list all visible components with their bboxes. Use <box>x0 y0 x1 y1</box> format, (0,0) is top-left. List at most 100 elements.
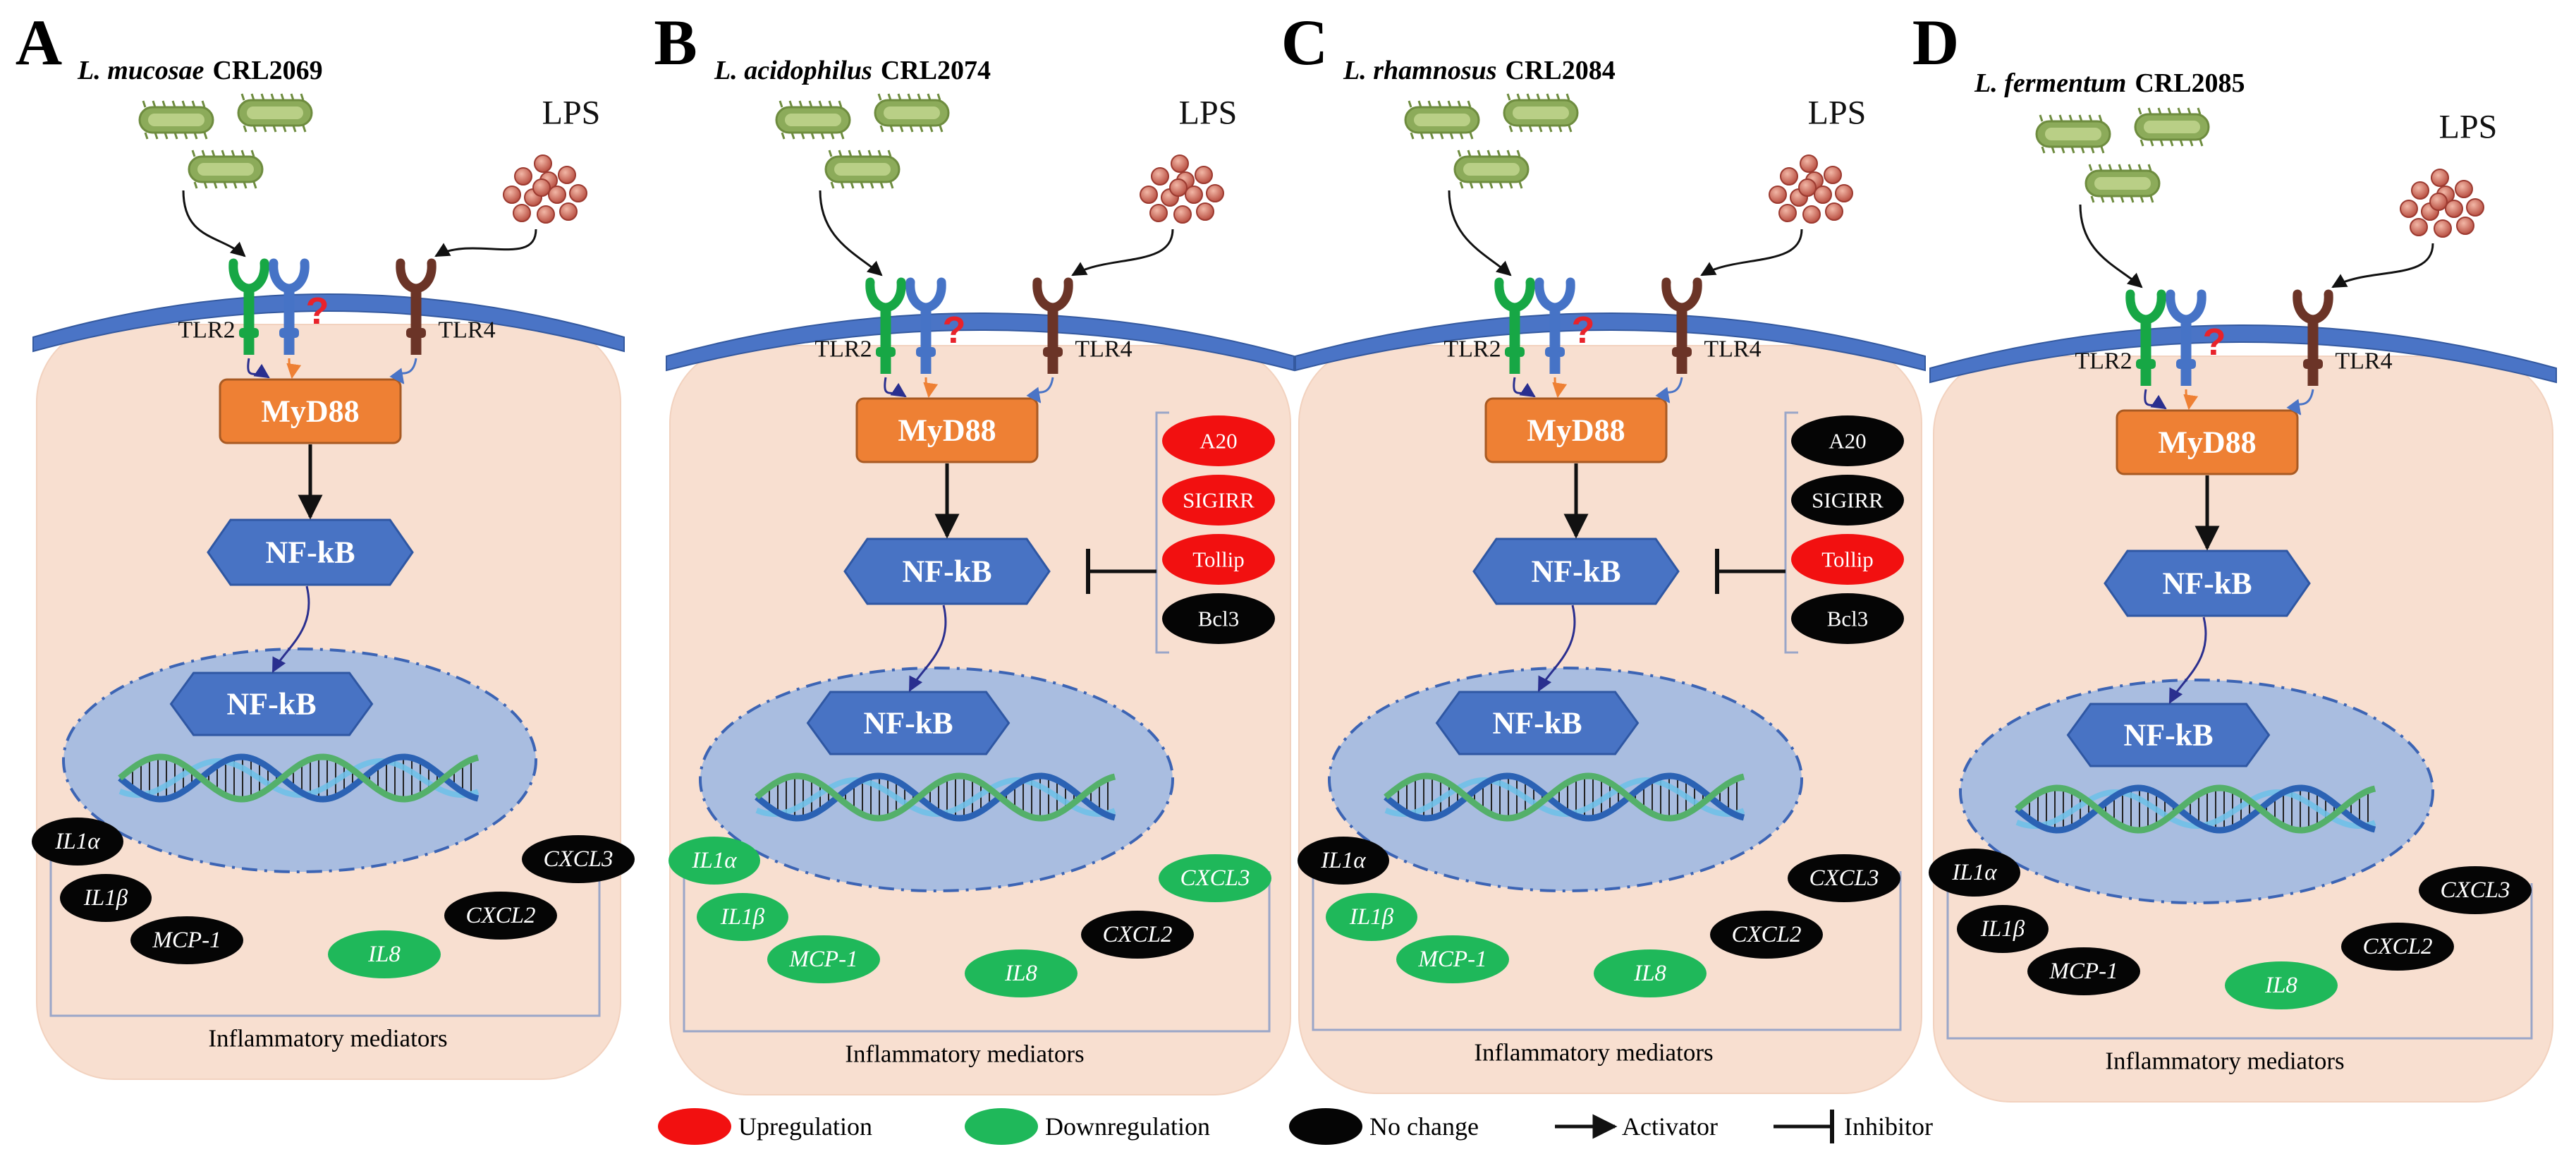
mediators-bracket <box>49 838 601 1017</box>
myd88-box <box>219 378 402 444</box>
gene-il1--label: IL1α <box>1951 860 1997 885</box>
nfkb-label: NF-kB <box>265 535 355 570</box>
gene-mcp-1: MCP-1 <box>2027 947 2140 995</box>
myd88-label: MyD88 <box>898 413 996 448</box>
regulator-oval <box>1162 534 1275 585</box>
gene-il1--oval <box>1929 849 2020 897</box>
regulator-bracket <box>1784 411 1798 654</box>
unknown-receptor <box>269 258 310 355</box>
tlr4-to-myd88-arrow <box>1655 377 1683 403</box>
gene-il1--label: IL1α <box>1320 848 1366 873</box>
gene-il1--oval <box>1298 837 1389 885</box>
lps-icon <box>2400 169 2484 238</box>
gene-il8-label: IL8 <box>1004 961 1037 986</box>
legend-no-change: No change <box>1289 1108 1479 1145</box>
mediators-label: Inflammatory mediators <box>845 1040 1084 1068</box>
species-genus: L. fermentum <box>1974 68 2126 98</box>
tlr2-receptor <box>2125 289 2166 386</box>
mediators-label: Inflammatory mediators <box>208 1025 447 1052</box>
gene-cxcl2: CXCL2 <box>444 892 557 940</box>
bacteria-arrow <box>2079 204 2143 289</box>
gene-il1--oval <box>32 818 123 866</box>
species-genus: L. acidophilus <box>714 56 872 85</box>
dna-helix <box>1384 772 1745 822</box>
legend-upregulation-swatch <box>658 1108 731 1145</box>
mediators-label: Inflammatory mediators <box>2105 1047 2344 1075</box>
gene-cxcl3: CXCL3 <box>522 835 635 883</box>
species-genus: L. mucosae <box>77 56 205 85</box>
regulator-label: Tollip <box>1821 547 1874 572</box>
unknown-to-myd88-arrow <box>2183 389 2199 411</box>
gene-il8-label: IL8 <box>2264 973 2297 998</box>
species-name: L. fermentum CRL2085 <box>1974 68 2245 98</box>
regulator-sigirr: SIGIRR <box>1162 475 1275 526</box>
species-strain: CRL2085 <box>2135 68 2245 98</box>
species-genus: L. rhamnosus <box>1343 56 1497 85</box>
dna-helix <box>2015 784 2376 834</box>
gene-il1--oval <box>1326 893 1417 941</box>
lps-icon <box>1769 154 1853 224</box>
gene-mcp-1-oval <box>2027 947 2140 995</box>
bacterium-icon <box>2035 114 2111 154</box>
tlr4-to-myd88-arrow <box>2286 389 2314 415</box>
gene-il8-label: IL8 <box>1633 961 1666 986</box>
gene-il8-oval <box>965 949 1078 997</box>
bacterium-icon <box>1404 100 1480 140</box>
gene-cxcl2-oval <box>444 892 557 940</box>
gene-il1--label: IL1β <box>83 885 128 911</box>
myd88-box <box>855 397 1039 463</box>
nfkb-hexagon <box>1472 538 1680 605</box>
mediators-bracket <box>1312 857 1902 1031</box>
regulator-label: A20 <box>1200 429 1237 454</box>
bacterium-icon <box>824 150 901 189</box>
gene-cxcl2-label: CXCL2 <box>1731 922 1801 947</box>
cell-membrane <box>1295 312 1926 372</box>
dna-helix <box>755 772 1116 822</box>
gene-il1--label: IL1α <box>691 848 737 873</box>
nfkb-nuclear-label: NF-kB <box>226 687 316 722</box>
regulator-label: SIGIRR <box>1812 488 1884 513</box>
gene-il1-: IL1β <box>60 874 152 922</box>
tlr4-receptor <box>2293 289 2333 386</box>
gene-il1--label: IL1β <box>1349 904 1394 930</box>
tlr2-to-myd88-arrow <box>247 358 270 379</box>
regulator-oval <box>1791 534 1904 585</box>
gene-cxcl3-label: CXCL3 <box>1809 866 1879 891</box>
regulator-tollip: Tollip <box>1791 534 1904 585</box>
legend-activator-label: Activator <box>1622 1112 1718 1141</box>
gene-il1--oval <box>669 837 760 885</box>
nfkb-label: NF-kB <box>902 554 991 589</box>
cell-membrane <box>1929 324 2557 384</box>
legend-no-change-swatch <box>1289 1108 1362 1145</box>
cell-membrane <box>666 312 1295 372</box>
gene-cxcl2-label: CXCL2 <box>465 903 535 928</box>
regulator-oval <box>1162 415 1275 466</box>
tlr2-label: TLR2 <box>814 336 872 363</box>
gene-il1--label: IL1β <box>720 904 765 930</box>
nfkb-nuclear-hexagon <box>1435 691 1640 755</box>
gene-cxcl2-label: CXCL2 <box>2362 934 2432 959</box>
tlr2-label: TLR2 <box>2075 348 2132 375</box>
legend-upregulation: Upregulation <box>658 1108 872 1145</box>
lps-label: LPS <box>1808 95 1867 132</box>
nfkb-hexagon <box>207 518 414 586</box>
tlr4-label: TLR4 <box>1704 336 1761 363</box>
regulator-bcl3: Bcl3 <box>1791 593 1904 644</box>
regulator-oval <box>1162 593 1275 644</box>
regulator-a20: A20 <box>1162 415 1275 466</box>
species-name: L. rhamnosus CRL2084 <box>1343 56 1616 85</box>
regulator-label: Bcl3 <box>1198 607 1240 631</box>
legend-activator: Activator <box>1555 1112 1718 1141</box>
tlr2-label: TLR2 <box>1443 336 1501 363</box>
gene-cxcl3-oval <box>1788 854 1900 902</box>
panel-letter: D <box>1912 6 1959 78</box>
species-strain: CRL2084 <box>1506 56 1616 85</box>
lps-icon <box>1140 154 1224 224</box>
tlr4-receptor <box>396 258 437 355</box>
gene-il1-: IL1α <box>1298 837 1389 885</box>
dna-helix <box>118 753 480 803</box>
myd88-label: MyD88 <box>1527 413 1625 448</box>
